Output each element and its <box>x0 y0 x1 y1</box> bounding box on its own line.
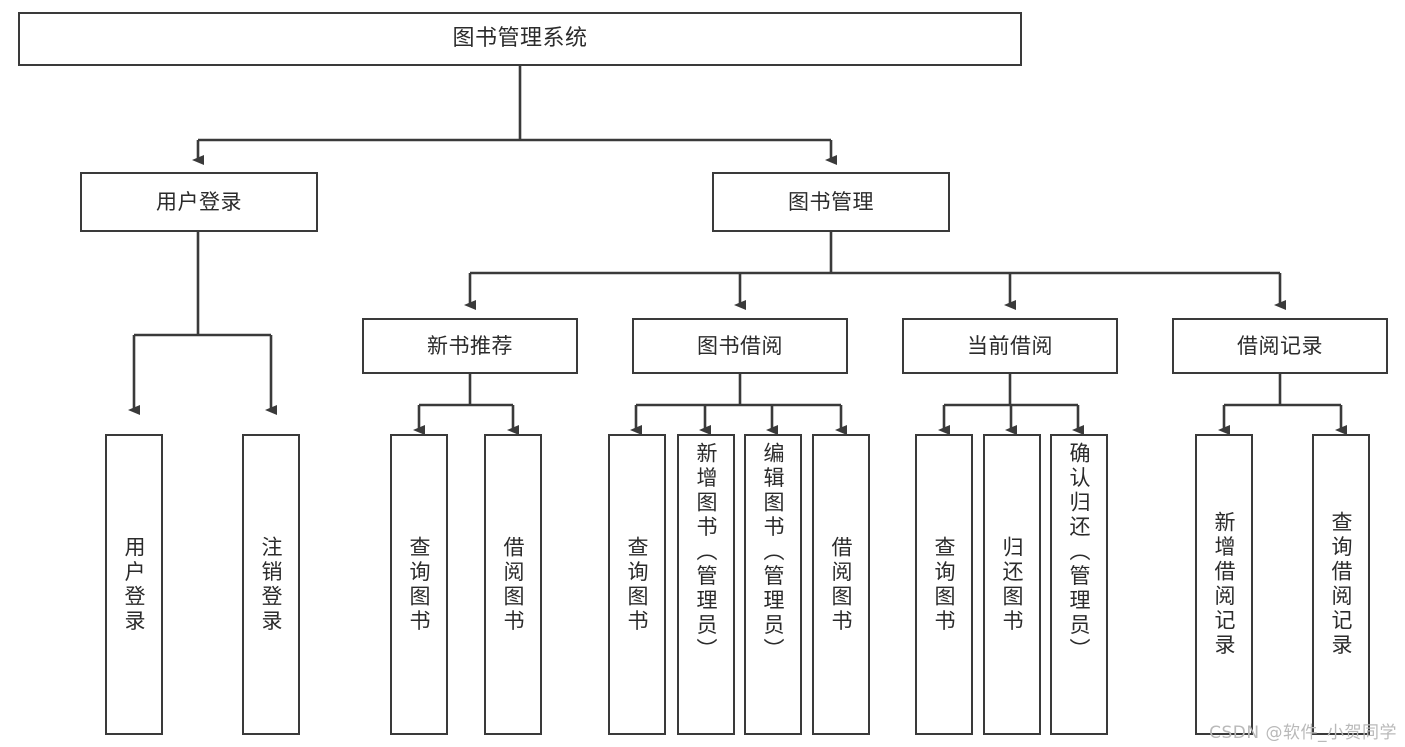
leaf-user-login-logout[interactable]: 注销登录 <box>242 434 300 735</box>
leaf-new-book-borrow[interactable]: 借阅图书 <box>484 434 542 735</box>
node-label: 编辑图书（管理员） <box>761 442 786 663</box>
leaf-record-query-record[interactable]: 查询借阅记录 <box>1312 434 1370 735</box>
node-user-login[interactable]: 用户登录 <box>80 172 318 232</box>
node-book-borrow[interactable]: 图书借阅 <box>632 318 848 374</box>
leaf-current-confirm-return[interactable]: 确认归还（管理员） <box>1050 434 1108 735</box>
node-current-borrow[interactable]: 当前借阅 <box>902 318 1118 374</box>
leaf-borrow-borrow-book[interactable]: 借阅图书 <box>812 434 870 735</box>
node-label: 用户登录 <box>122 535 147 634</box>
node-label: 查询图书 <box>407 535 432 634</box>
node-root-system[interactable]: 图书管理系统 <box>18 12 1022 66</box>
node-label: 新增图书（管理员） <box>694 442 719 663</box>
node-label: 查询图书 <box>625 535 650 634</box>
node-label: 新增借阅记录 <box>1212 511 1237 658</box>
node-label: 归还图书 <box>1000 535 1025 634</box>
leaf-borrow-edit-book[interactable]: 编辑图书（管理员） <box>744 434 802 735</box>
leaf-current-query-book[interactable]: 查询图书 <box>915 434 973 735</box>
node-label: 图书管理 <box>788 189 874 214</box>
node-label: 借阅图书 <box>829 535 854 634</box>
node-label: 注销登录 <box>259 535 284 634</box>
node-new-book-recommend[interactable]: 新书推荐 <box>362 318 578 374</box>
node-borrow-record[interactable]: 借阅记录 <box>1172 318 1388 374</box>
node-label: 图书管理系统 <box>452 26 588 52</box>
node-label: 新书推荐 <box>427 333 513 358</box>
node-label: 借阅记录 <box>1237 333 1323 358</box>
node-label: 查询借阅记录 <box>1329 511 1354 658</box>
csdn-watermark: CSDN @软件_小贺同学 <box>1209 723 1397 743</box>
node-label: 确认归还（管理员） <box>1067 442 1092 663</box>
leaf-borrow-query-book[interactable]: 查询图书 <box>608 434 666 735</box>
leaf-new-book-query[interactable]: 查询图书 <box>390 434 448 735</box>
node-label: 当前借阅 <box>967 333 1053 358</box>
node-label: 图书借阅 <box>697 333 783 358</box>
node-label: 借阅图书 <box>501 535 526 634</box>
leaf-borrow-add-book[interactable]: 新增图书（管理员） <box>677 434 735 735</box>
node-book-management[interactable]: 图书管理 <box>712 172 950 232</box>
leaf-record-add-record[interactable]: 新增借阅记录 <box>1195 434 1253 735</box>
node-label: 用户登录 <box>156 189 242 214</box>
leaf-current-return-book[interactable]: 归还图书 <box>983 434 1041 735</box>
leaf-user-login-login[interactable]: 用户登录 <box>105 434 163 735</box>
node-label: 查询图书 <box>932 535 957 634</box>
